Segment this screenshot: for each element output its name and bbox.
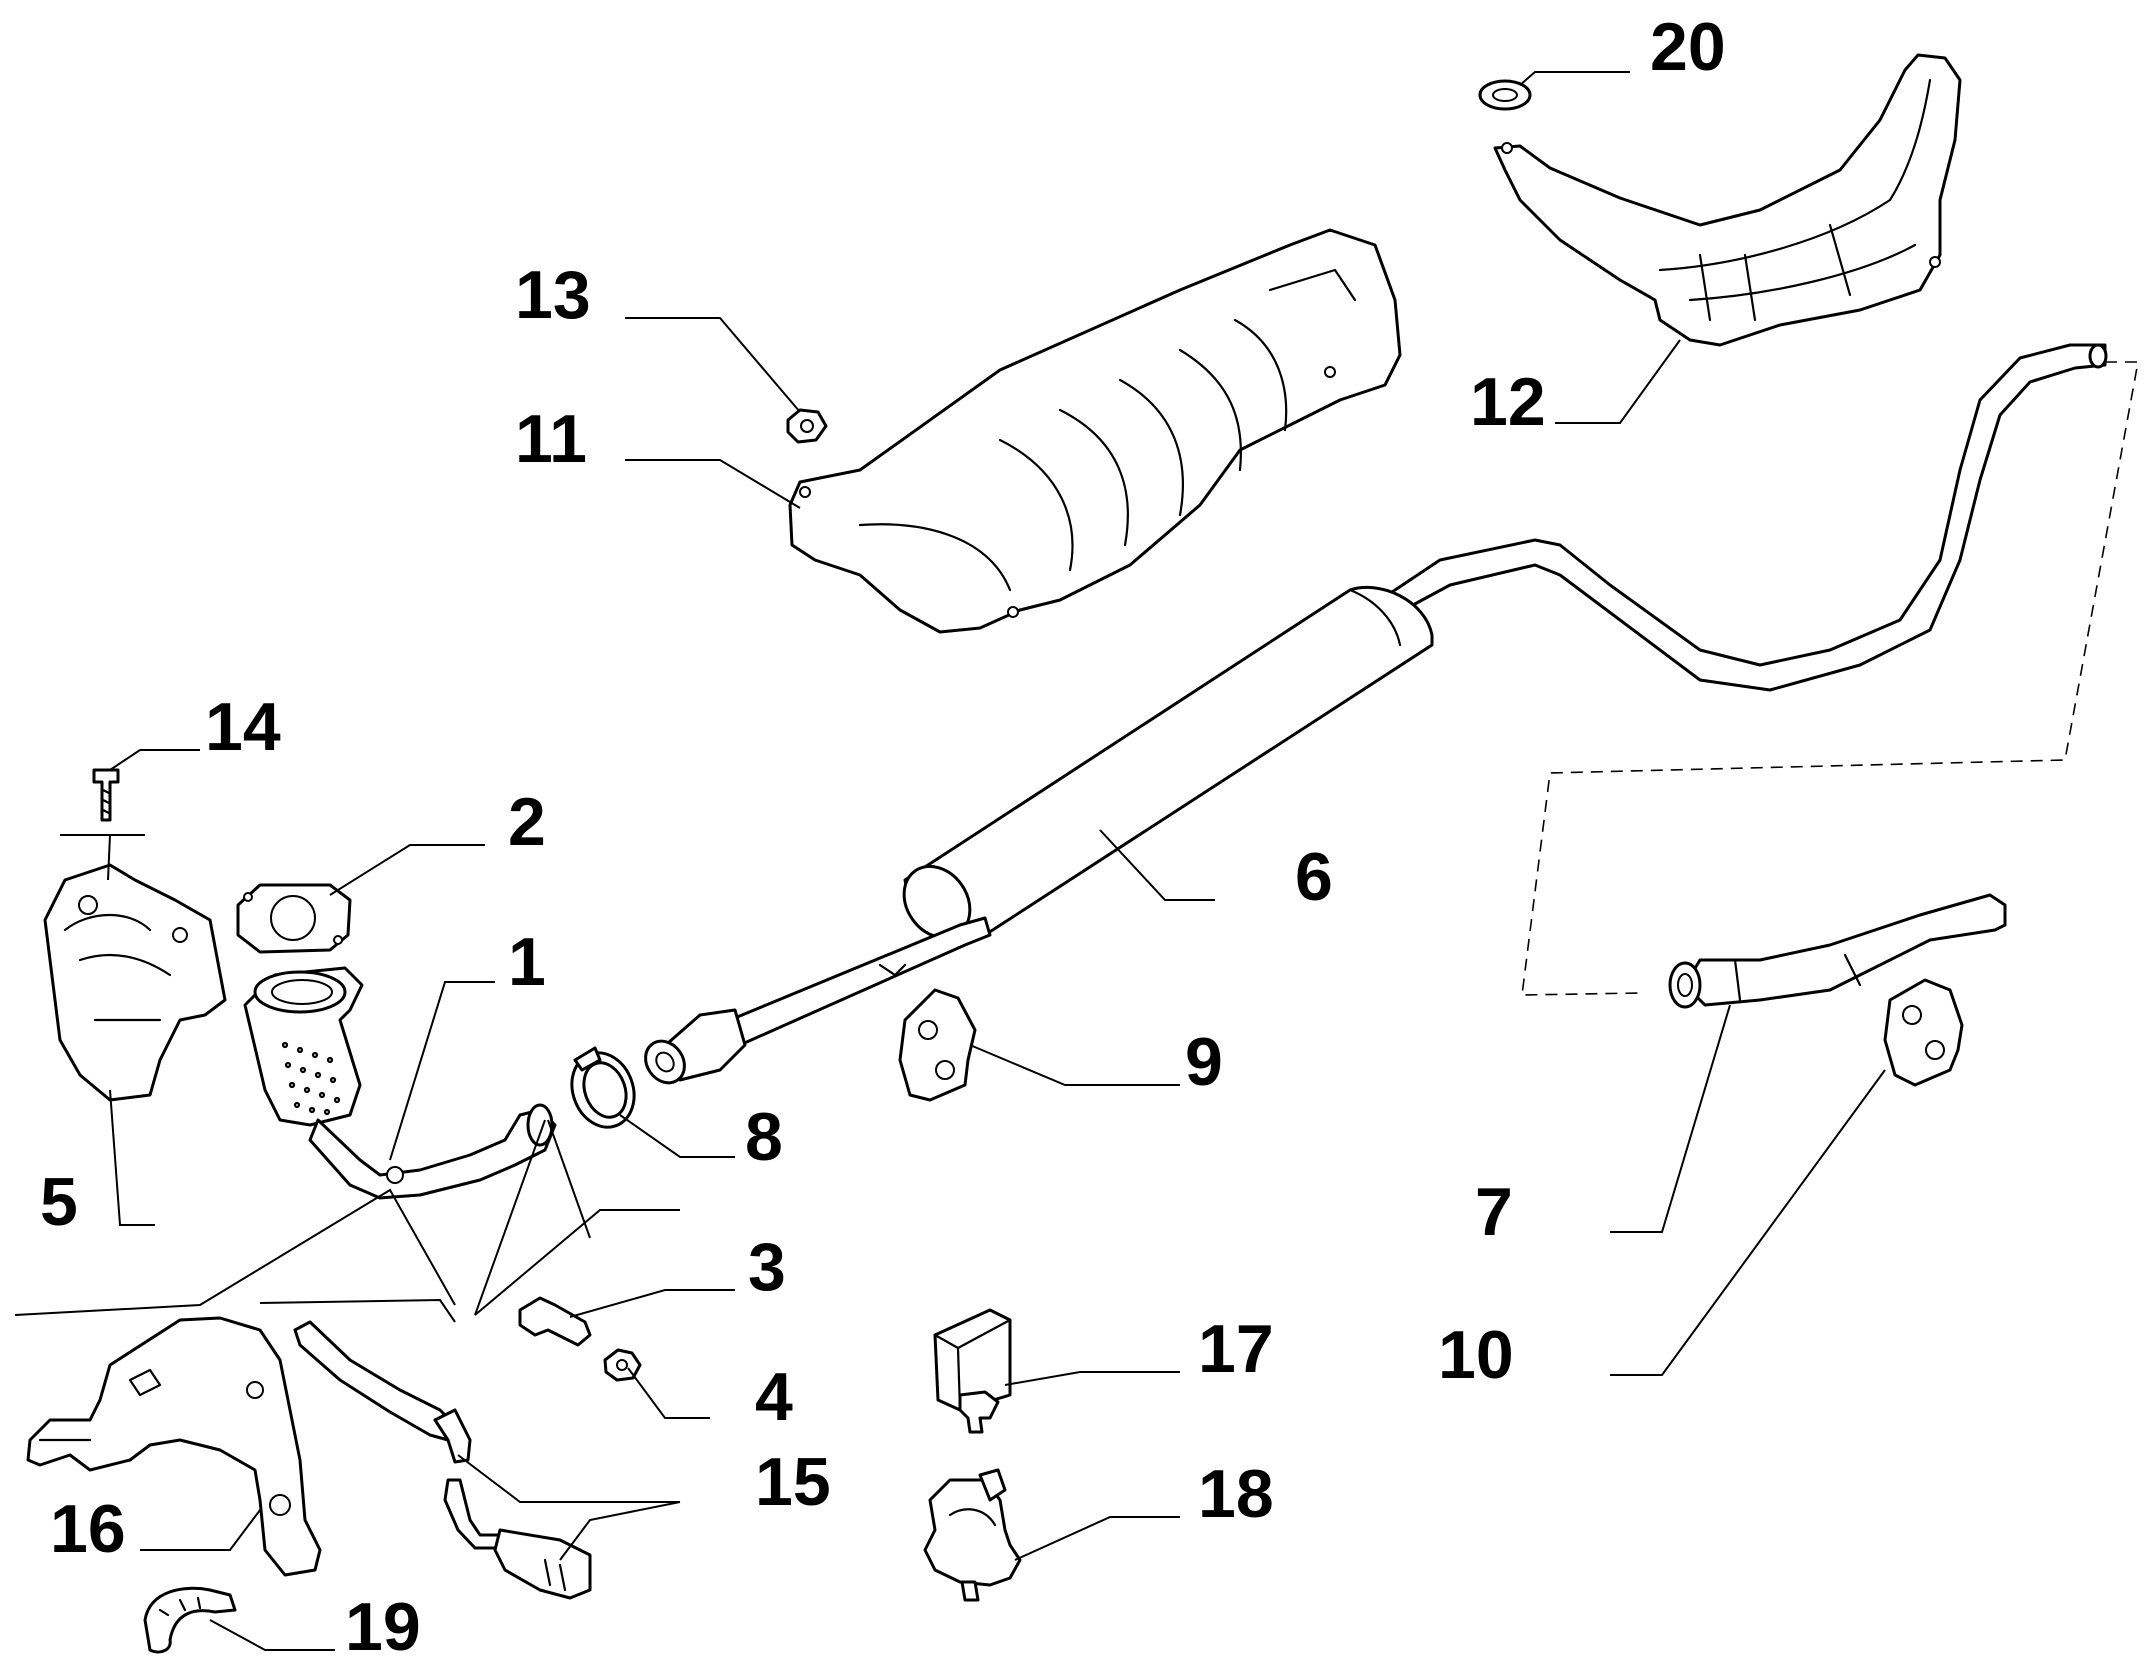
callout-14: 14: [205, 689, 281, 765]
part-11-heat-shield: [788, 228, 1402, 634]
callout-5: 5: [40, 1164, 78, 1240]
callout-16: 16: [50, 1491, 126, 1567]
callout-9: 9: [1185, 1024, 1223, 1100]
part-5-manifold-heat-shield: [43, 863, 227, 1102]
alternative-tail-dashed-outline: [1521, 361, 2139, 996]
callout-18: 18: [1198, 1456, 1274, 1532]
callout-8: 8: [745, 1099, 783, 1175]
callout-3: 3: [748, 1229, 786, 1305]
callout-11: 11: [515, 401, 587, 477]
part-20-washer: [1478, 79, 1532, 111]
part-18-clip: [923, 1468, 1022, 1602]
callout-2: 2: [508, 784, 546, 860]
callout-12: 12: [1470, 364, 1546, 440]
part-19-cable-strap: [143, 1586, 237, 1654]
part-3-bolt: [518, 1296, 592, 1347]
part-8-clamp: [570, 1046, 636, 1129]
part-14-bolt: [92, 768, 120, 822]
part-15-lambda-sensor: [293, 1320, 592, 1600]
part-1-front-pipe-catalyst: [243, 966, 557, 1200]
callout-20: 20: [1650, 9, 1726, 85]
callout-7: 7: [1475, 1174, 1513, 1250]
callout-13: 13: [515, 257, 591, 333]
part-9-rubber-hanger: [898, 988, 977, 1102]
part-6-middle-muffler-pipe: [644, 343, 2108, 1085]
callout-1: 1: [508, 924, 546, 1000]
part-10-rubber-hanger: [1883, 978, 1964, 1087]
callout-labels: 20 13 12 11 14 2 1 6 9 8 5 7 3 10 17 4 1…: [40, 9, 1726, 1665]
part-12-rear-heat-shield: [1493, 53, 1962, 347]
part-7-tail-pipe: [1668, 893, 2007, 1009]
part-2-gasket: [236, 883, 352, 954]
callout-17: 17: [1198, 1311, 1274, 1387]
callout-6: 6: [1295, 839, 1333, 915]
leader-lines: [14, 71, 1886, 1651]
part-13-nut: [786, 408, 828, 444]
callout-10: 10: [1438, 1317, 1514, 1393]
part-16-bracket: [26, 1316, 322, 1577]
callout-4: 4: [755, 1359, 793, 1435]
part-17-connector: [933, 1308, 1012, 1434]
callout-15: 15: [755, 1444, 831, 1520]
callout-19: 19: [345, 1589, 421, 1665]
